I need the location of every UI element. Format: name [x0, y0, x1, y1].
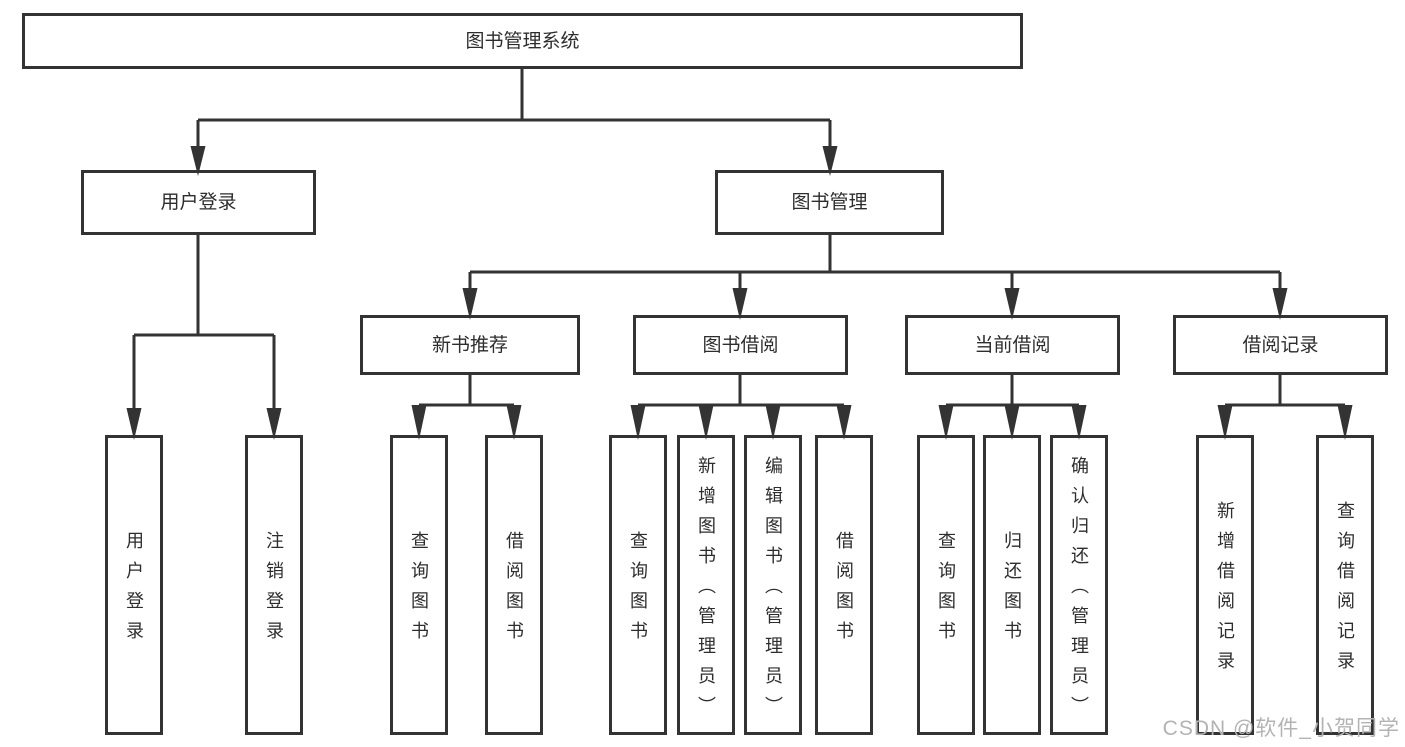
node-current-borrowing: 当前借阅	[905, 315, 1120, 375]
node-new-book-recommendation: 新书推荐	[360, 315, 580, 375]
node-book-management-branch: 图书管理	[715, 170, 944, 235]
leaf-query-books-borrow: 查询图书	[609, 435, 667, 735]
leaf-return-books: 归还图书	[983, 435, 1041, 735]
leaf-borrow-books: 借阅图书	[815, 435, 873, 735]
node-library-management-system: 图书管理系统	[22, 13, 1023, 69]
leaf-edit-book-admin: 编辑图书（管理员）	[744, 435, 802, 735]
leaf-add-book-admin: 新增图书（管理员）	[677, 435, 735, 735]
leaf-logout: 注销登录	[245, 435, 303, 735]
node-user-login-branch: 用户登录	[81, 170, 316, 235]
leaf-query-borrow-record: 查询借阅记录	[1316, 435, 1374, 735]
leaf-confirm-return-admin: 确认归还（管理员）	[1050, 435, 1108, 735]
csdn-watermark: CSDN @软件_小贺同学	[1162, 717, 1400, 740]
leaf-user-login: 用户登录	[105, 435, 163, 735]
node-borrowing-records: 借阅记录	[1173, 315, 1388, 375]
node-book-borrowing: 图书借阅	[633, 315, 848, 375]
leaf-add-borrow-record: 新增借阅记录	[1196, 435, 1254, 735]
leaf-borrow-books-recommend: 借阅图书	[485, 435, 543, 735]
leaf-query-books-recommend: 查询图书	[390, 435, 448, 735]
leaf-query-books-current: 查询图书	[917, 435, 975, 735]
